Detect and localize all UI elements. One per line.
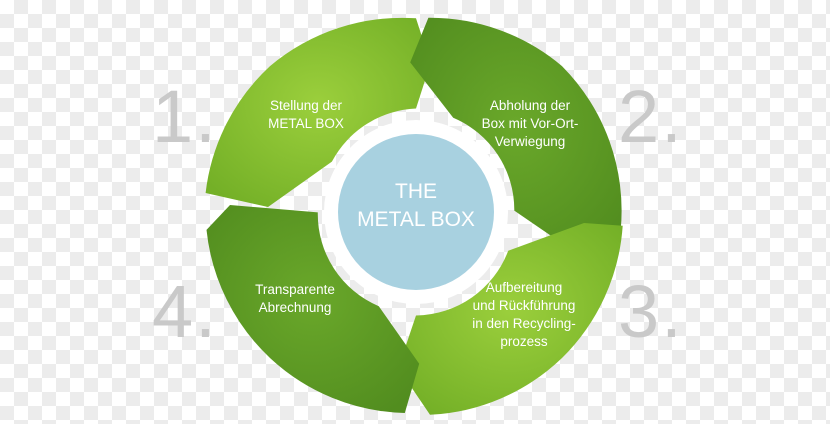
step-number-4: 4. bbox=[152, 270, 218, 353]
step-4-label-line-2: Abrechnung bbox=[259, 300, 332, 315]
step-3-label-line-1: Aufbereitung bbox=[486, 280, 563, 295]
center-circle bbox=[338, 134, 494, 290]
step-2-label-line-3: Verwiegung bbox=[495, 134, 566, 149]
center-title-line-1: THE bbox=[395, 180, 437, 203]
segment-3 bbox=[398, 223, 623, 415]
step-number-1: 1. bbox=[152, 75, 218, 158]
segment-4 bbox=[206, 205, 420, 413]
step-3-label-line-4: prozess bbox=[500, 334, 548, 349]
step-number-3: 3. bbox=[618, 270, 684, 353]
step-2-label-line-2: Box mit Vor-Ort- bbox=[482, 116, 579, 131]
step-1-label-line-1: Stellung der bbox=[270, 98, 343, 113]
step-3-label-line-2: und Rückführung bbox=[473, 298, 576, 313]
step-2-label-line-1: Abholung der bbox=[490, 98, 571, 113]
center-title-line-2: METAL BOX bbox=[357, 208, 475, 231]
segment-1 bbox=[205, 17, 431, 208]
segment-2 bbox=[410, 17, 622, 258]
step-4-label-line-1: Transparente bbox=[255, 282, 335, 297]
step-3-label-line-3: in den Recycling- bbox=[472, 316, 576, 331]
step-number-2: 2. bbox=[618, 75, 684, 158]
step-1-label-line-2: METAL BOX bbox=[268, 116, 344, 131]
